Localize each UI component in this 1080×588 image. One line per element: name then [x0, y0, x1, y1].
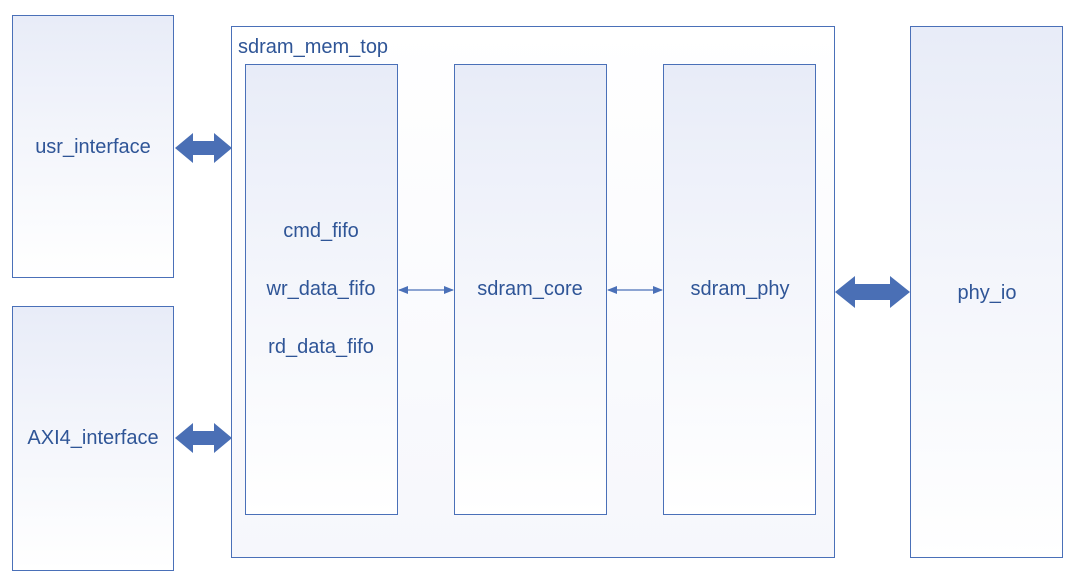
wr-data-fifo-label: wr_data_fifo [266, 278, 376, 300]
cmd-fifo-label: cmd_fifo [283, 220, 359, 242]
rd-data-fifo-label: rd_data_fifo [268, 336, 374, 358]
sdram-core-block [454, 64, 607, 515]
axi4-interface-label: AXI4_interface [27, 427, 159, 449]
phy-io-block [910, 26, 1063, 558]
sdram-phy-label: sdram_phy [690, 278, 790, 300]
axi4-interface-block [12, 306, 174, 571]
usr-interface-block [12, 15, 174, 278]
fifo-block [245, 64, 398, 515]
sdram-phy-block [663, 64, 816, 515]
axi4-interface-double-arrow [175, 423, 232, 453]
sdram-mem-top-label: sdram_mem_top [238, 36, 389, 58]
sdram-core-label: sdram_core [477, 278, 583, 300]
usr-interface-label: usr_interface [35, 136, 151, 158]
usr-interface-double-arrow [175, 133, 232, 163]
phy-io-label: phy_io [957, 282, 1017, 304]
phy-io-double-arrow [835, 276, 910, 308]
